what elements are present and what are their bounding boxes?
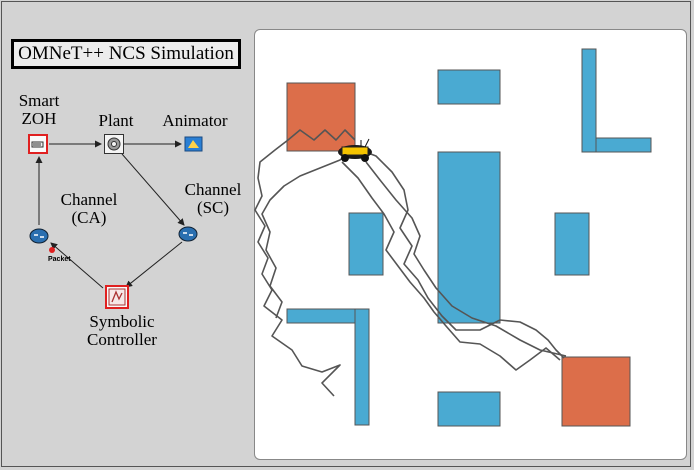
channel-sc-label: Channel(SC) xyxy=(184,180,242,217)
obstacle xyxy=(437,69,501,105)
obstacle xyxy=(354,308,370,426)
plant-node[interactable] xyxy=(104,134,124,154)
packet-label: Packet xyxy=(48,256,71,263)
display-icon xyxy=(184,136,203,152)
obstacle xyxy=(348,212,384,276)
channel-ca-node[interactable] xyxy=(29,226,49,246)
packet-dot xyxy=(49,247,55,253)
trajectory-paths xyxy=(254,129,567,397)
link-controller-ca xyxy=(50,242,104,289)
robot xyxy=(338,138,372,162)
router-icon xyxy=(29,228,49,244)
plant-label: Plant xyxy=(98,111,134,130)
gear-icon xyxy=(107,137,121,151)
obstacle xyxy=(437,391,501,427)
obstacle xyxy=(554,212,590,276)
channel-sc-node[interactable] xyxy=(178,224,198,244)
page-title: OMNeT++ NCS Simulation xyxy=(11,39,241,69)
goal-region xyxy=(561,356,631,427)
obstacle xyxy=(595,137,652,153)
obstacle xyxy=(437,151,501,324)
animator-label: Animator xyxy=(162,111,228,130)
link-sc-controller xyxy=(125,241,183,288)
controller-icon xyxy=(108,288,126,306)
obstacle xyxy=(581,48,597,153)
hold-device-icon xyxy=(31,141,44,148)
controller-node[interactable] xyxy=(105,285,129,309)
animator-node[interactable] xyxy=(184,134,204,154)
start-region xyxy=(286,82,356,152)
link-plant-channel-sc xyxy=(121,153,185,226)
zoh-node[interactable] xyxy=(28,134,48,154)
router-icon xyxy=(178,226,198,242)
channel-ca-label: Channel(CA) xyxy=(60,190,118,227)
obstacle xyxy=(286,308,356,324)
